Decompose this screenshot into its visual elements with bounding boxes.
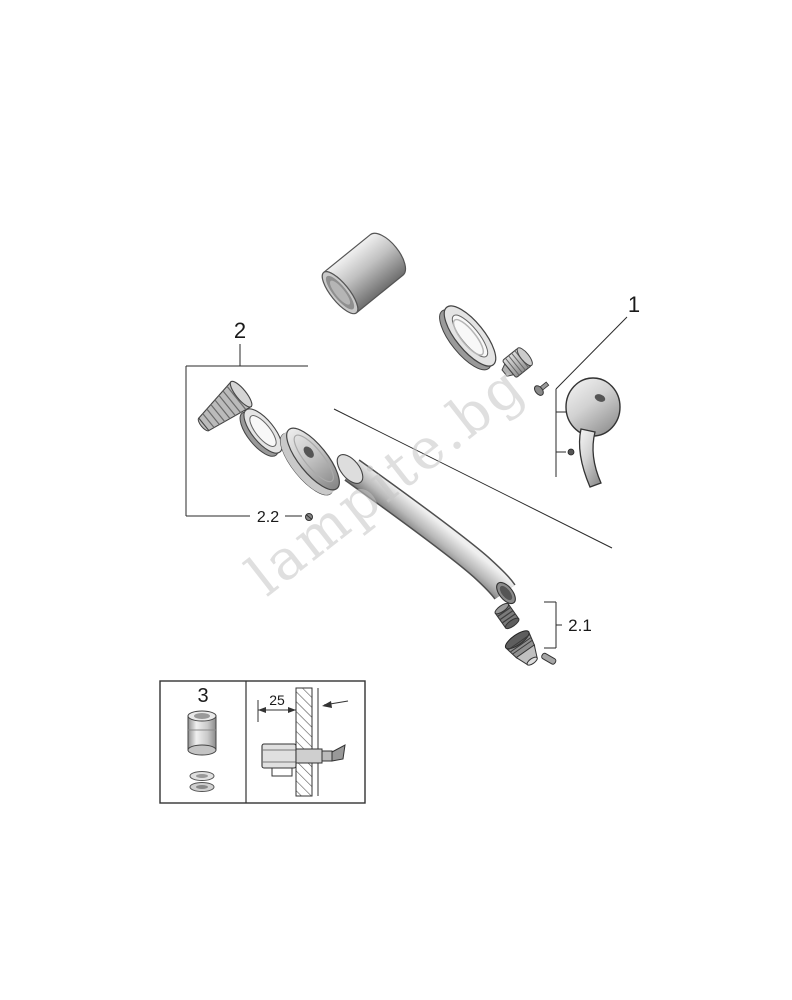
spout-inlet-flange: [336, 454, 364, 484]
mousseur: [494, 602, 520, 630]
spout: [336, 454, 516, 605]
lever-handle: [565, 377, 621, 488]
dimension-25-value: 25: [269, 692, 285, 708]
callout-1-label: 1: [628, 292, 640, 317]
dimension-25: 25: [257, 692, 349, 722]
detail-box-3: 3 25: [159, 680, 366, 804]
threaded-union: [197, 380, 253, 432]
seal-ring: [239, 408, 283, 457]
leader-lines-underlay: [333, 408, 613, 549]
concealed-valve-body: [261, 743, 346, 777]
handle-escutcheon-ring: [439, 305, 497, 371]
handle-sleeve: [321, 232, 407, 315]
callout-2-1: 2.1: [544, 601, 592, 649]
callout-2-2-label: 2.2: [257, 509, 279, 526]
mounting-adapter: [187, 710, 217, 756]
handle-screw: [533, 381, 550, 396]
cartridge-nut: [501, 347, 533, 378]
aerator-housing: [504, 630, 538, 666]
callout-1: 1: [555, 292, 640, 477]
callout-3-label: 3: [197, 685, 208, 707]
callout-2-1-label: 2.1: [568, 616, 592, 635]
callout-2-2: 2.2: [257, 509, 313, 526]
spout-escutcheon: [280, 427, 340, 496]
handle-grub-screw: [567, 448, 575, 456]
adapter-washers: [189, 771, 215, 792]
callout-2: 2: [185, 318, 308, 517]
aerator-clip: [541, 652, 557, 665]
wall-section-detail: 25: [257, 687, 349, 797]
callout-2-label: 2: [234, 318, 246, 343]
spout-outlet-opening: [496, 581, 516, 605]
